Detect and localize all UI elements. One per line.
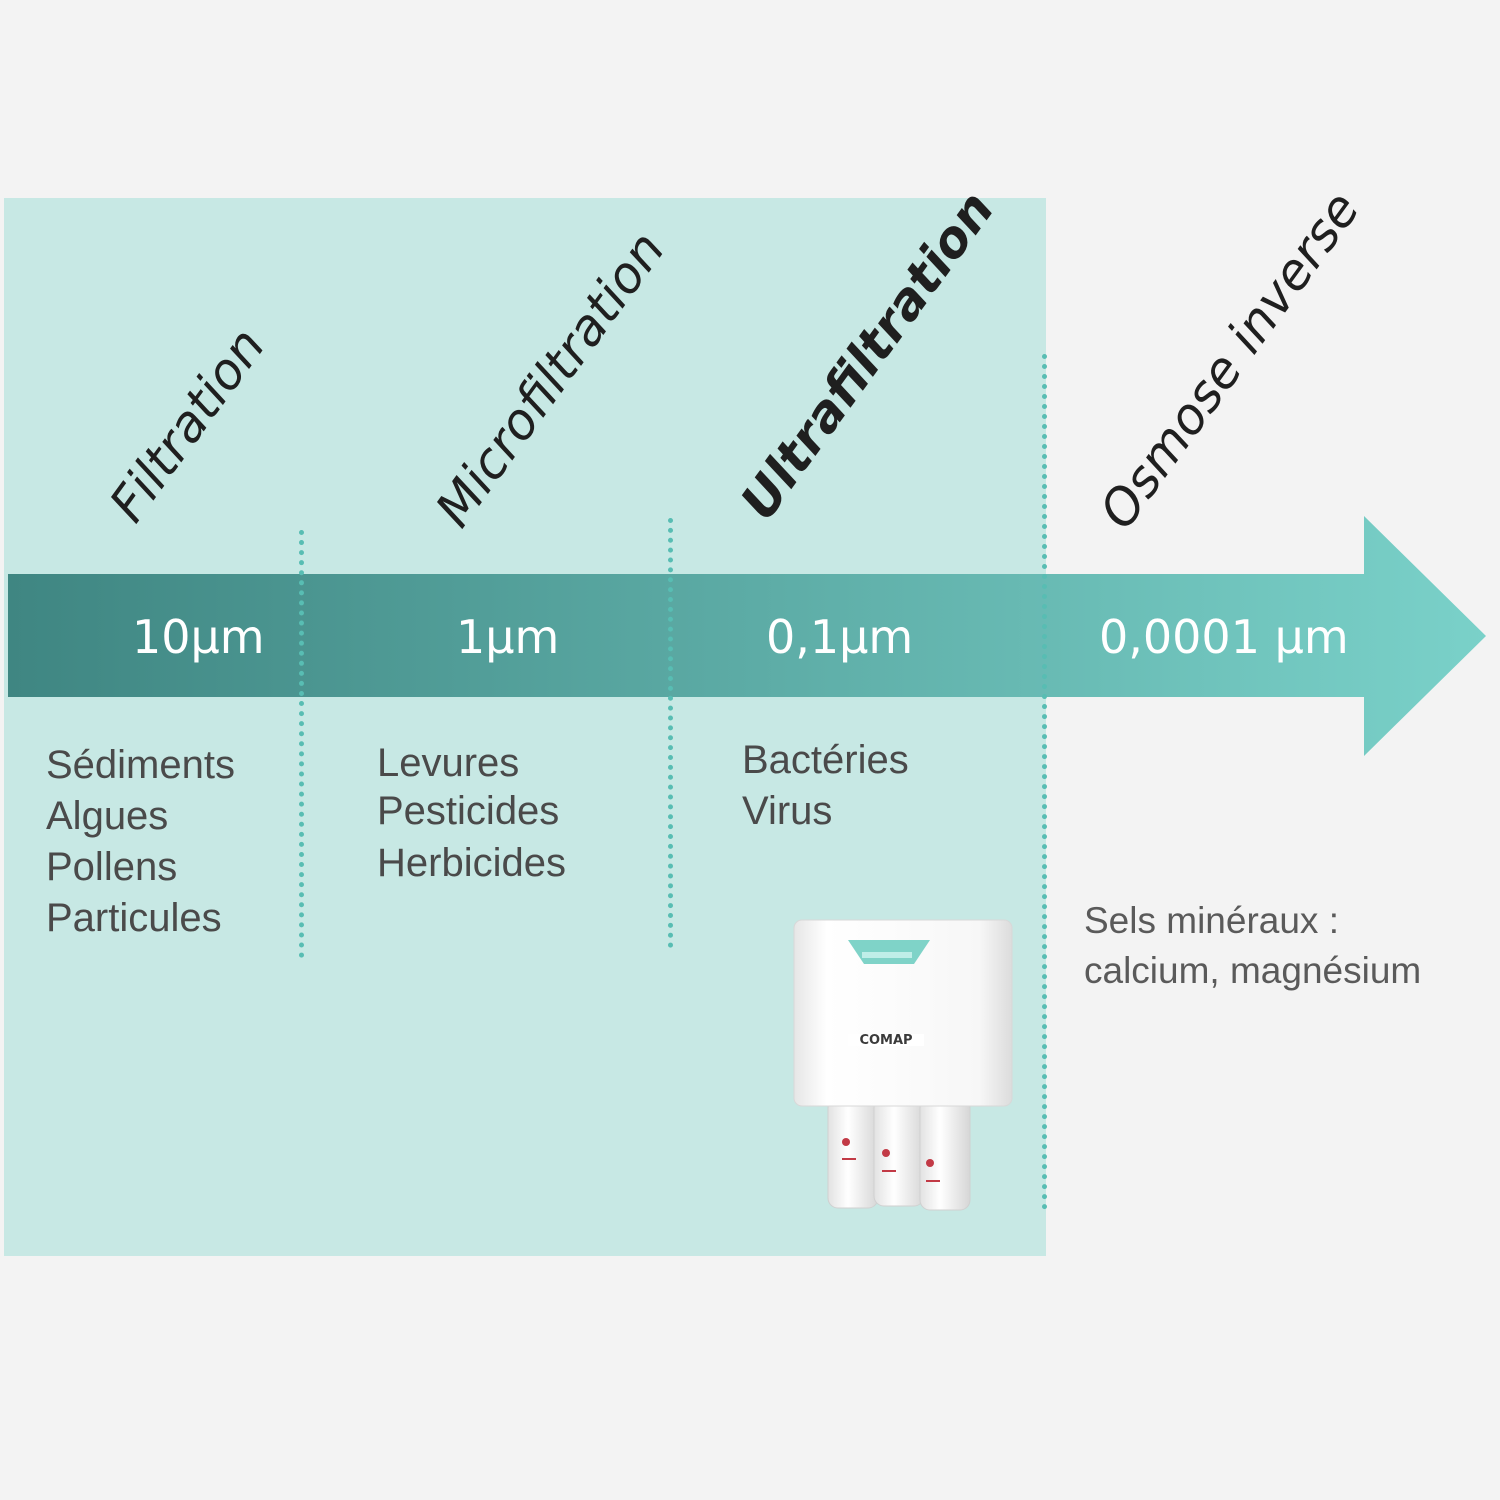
arrow-shape [8, 516, 1486, 756]
list-microfiltration: Levures Pesticides Herbicides [377, 738, 566, 889]
list-item: Herbicides [377, 841, 566, 885]
size-label-filtration: 10µm [132, 610, 265, 664]
list-item: Algues [46, 794, 169, 838]
list-item: Bactéries [742, 738, 909, 782]
osmose-note: Sels minéraux : calcium, magnésium [1084, 896, 1421, 996]
list-item: Pesticides [377, 789, 560, 833]
size-label-microfiltration: 1µm [456, 610, 560, 664]
list-item: Sédiments [46, 743, 235, 787]
list-ultrafiltration: Bactéries Virus [742, 735, 909, 837]
size-label-ultrafiltration: 0,1µm [766, 610, 914, 664]
size-label-osmose-inverse: 0,0001 µm [1099, 610, 1349, 664]
divider-microfiltration-ultrafiltration [668, 518, 673, 948]
list-item: Virus [742, 789, 833, 833]
divider-ultrafiltration-osmose [1042, 354, 1047, 1210]
divider-filtration-microfiltration [299, 530, 304, 958]
list-item: Pollens [46, 845, 178, 889]
brand-logo: COMAP [859, 1033, 912, 1048]
list-filtration: Sédiments Algues Pollens Particules [46, 740, 235, 944]
water-filter-unit-icon: COMAP [793, 919, 1013, 1211]
list-item: Particules [46, 896, 222, 940]
list-item: Levures [377, 741, 520, 785]
note-line: calcium, magnésium [1084, 950, 1422, 991]
note-line: Sels minéraux : [1084, 900, 1339, 941]
